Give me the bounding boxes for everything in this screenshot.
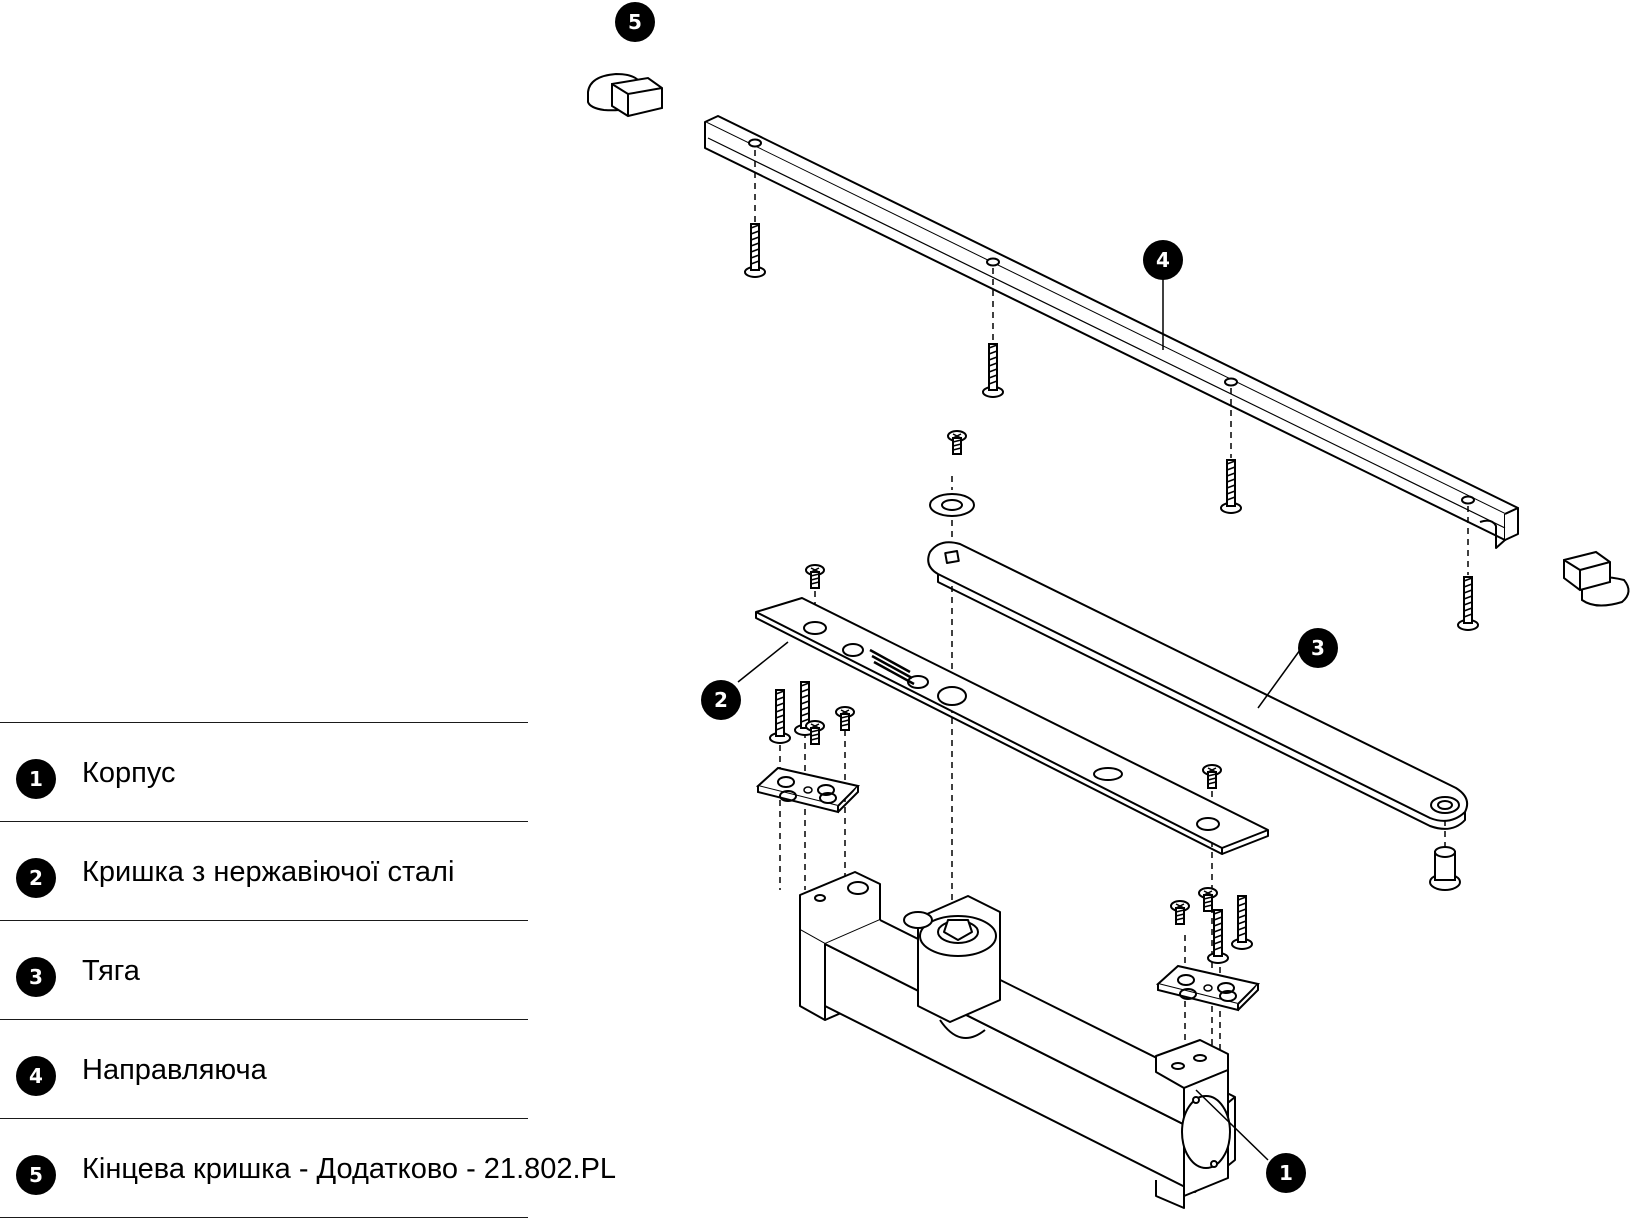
mount-plate-right <box>1157 965 1259 1011</box>
body-screw-r4 <box>1231 895 1253 950</box>
legend-item-1: 1 Корпус <box>0 722 528 821</box>
arm-pin <box>1429 846 1461 891</box>
callout-1-num: 1 <box>1279 1161 1293 1185</box>
closer-body <box>799 871 1236 1209</box>
rail-screw-2 <box>982 343 1004 398</box>
legend-item-4: 4 Направляюча <box>0 1019 528 1118</box>
callout-4: 4 <box>1143 240 1183 280</box>
body-screw-l4 <box>835 706 855 731</box>
body-screw-l1 <box>769 689 791 744</box>
legend-label: Кінцева кришка - Додатково - 21.802.PL <box>82 1153 617 1185</box>
legend-number-badge: 1 <box>16 759 56 799</box>
legend-label: Корпус <box>82 757 176 789</box>
legend-item-3: 3 Тяга <box>0 920 528 1019</box>
pivot-screw <box>947 430 967 455</box>
callout-5-num: 5 <box>628 10 642 34</box>
callout-3: 3 <box>1298 628 1338 668</box>
rail-screw-3 <box>1220 459 1242 514</box>
parts-legend: 1 Корпус 2 Кришка з нержавіючої сталі 3 … <box>0 722 616 1218</box>
end-cap-right <box>1563 550 1630 607</box>
legend-item-2: 2 Кришка з нержавіючої сталі <box>0 821 528 920</box>
body-screw-r1 <box>1170 900 1190 925</box>
legend-item-5: 5 Кінцева кришка - Додатково - 21.802.PL <box>0 1118 616 1218</box>
cover-screw-right <box>1202 764 1222 789</box>
legend-label: Направляюча <box>82 1054 267 1086</box>
mount-plate-left <box>757 767 859 813</box>
callout-2: 2 <box>701 680 741 720</box>
cover-screw-left <box>805 564 825 589</box>
guide-rail <box>704 115 1519 549</box>
legend-number-badge: 5 <box>16 1155 56 1195</box>
legend-label: Тяга <box>82 955 140 987</box>
rail-screw-4 <box>1457 576 1479 631</box>
body-screw-r3 <box>1207 909 1229 964</box>
legend-number-badge: 3 <box>16 957 56 997</box>
legend-number-badge: 2 <box>16 858 56 898</box>
stainless-cover <box>755 597 1269 855</box>
legend-number-badge: 4 <box>16 1056 56 1096</box>
washer <box>929 493 975 517</box>
legend-label: Кришка з нержавіючої сталі <box>82 856 455 888</box>
end-cap-top <box>587 72 663 118</box>
callout-4-num: 4 <box>1156 248 1170 272</box>
callout-2-num: 2 <box>714 688 728 712</box>
body-screw-r2 <box>1198 887 1218 912</box>
callout-1: 1 <box>1266 1153 1306 1193</box>
callout-5: 5 <box>615 2 655 42</box>
rail-screw-1 <box>744 223 766 278</box>
connecting-arm <box>927 541 1469 830</box>
callout-3-num: 3 <box>1311 636 1325 660</box>
